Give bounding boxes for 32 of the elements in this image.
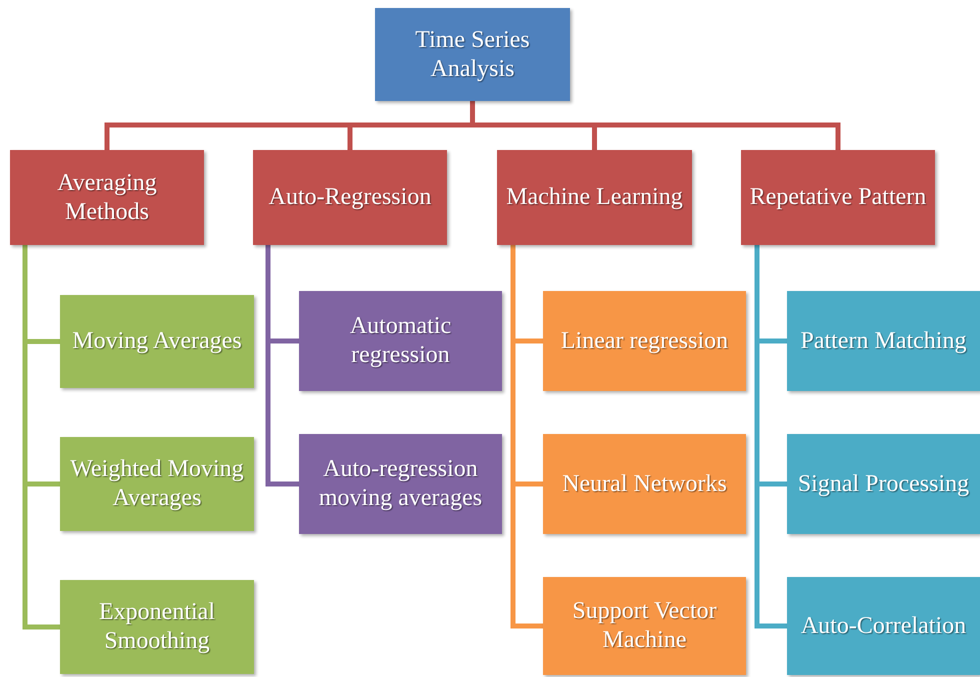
node-label: Moving Averages <box>72 327 242 356</box>
method-box <box>543 577 746 675</box>
method-box <box>299 291 502 391</box>
method-box <box>787 434 980 534</box>
node-label: Time Series Analysis <box>414 26 531 84</box>
method-box <box>543 434 746 534</box>
node-label: Repetative Pattern <box>750 183 926 212</box>
node-label: Neural Networks <box>562 470 727 498</box>
node-label: Auto-regression moving averages <box>318 455 484 513</box>
node-label: Linear regression <box>560 326 728 356</box>
category-box <box>10 150 204 245</box>
node-label: Weighted Moving Averages <box>69 455 245 513</box>
node-label: Averaging Methods <box>56 168 158 226</box>
category-box <box>741 150 935 245</box>
node-label: Machine Learning <box>506 183 683 212</box>
node-label: Auto-Correlation <box>800 612 966 640</box>
method-box <box>787 577 980 675</box>
node-label: Exponential Smoothing <box>98 598 216 656</box>
method-box <box>543 291 746 391</box>
method-box <box>60 295 254 388</box>
method-box <box>787 291 980 391</box>
method-box <box>60 580 254 674</box>
node-label: Support Vector Machine <box>571 597 718 655</box>
root-box <box>375 8 570 101</box>
method-box <box>60 437 254 531</box>
node-label: Pattern Matching <box>800 326 966 356</box>
category-box <box>497 150 692 245</box>
category-box <box>253 150 447 245</box>
method-box <box>299 434 502 534</box>
node-label: Auto-Regression <box>268 183 432 212</box>
node-label: Signal Processing <box>798 470 970 498</box>
node-label: Automatic regression <box>348 312 452 370</box>
